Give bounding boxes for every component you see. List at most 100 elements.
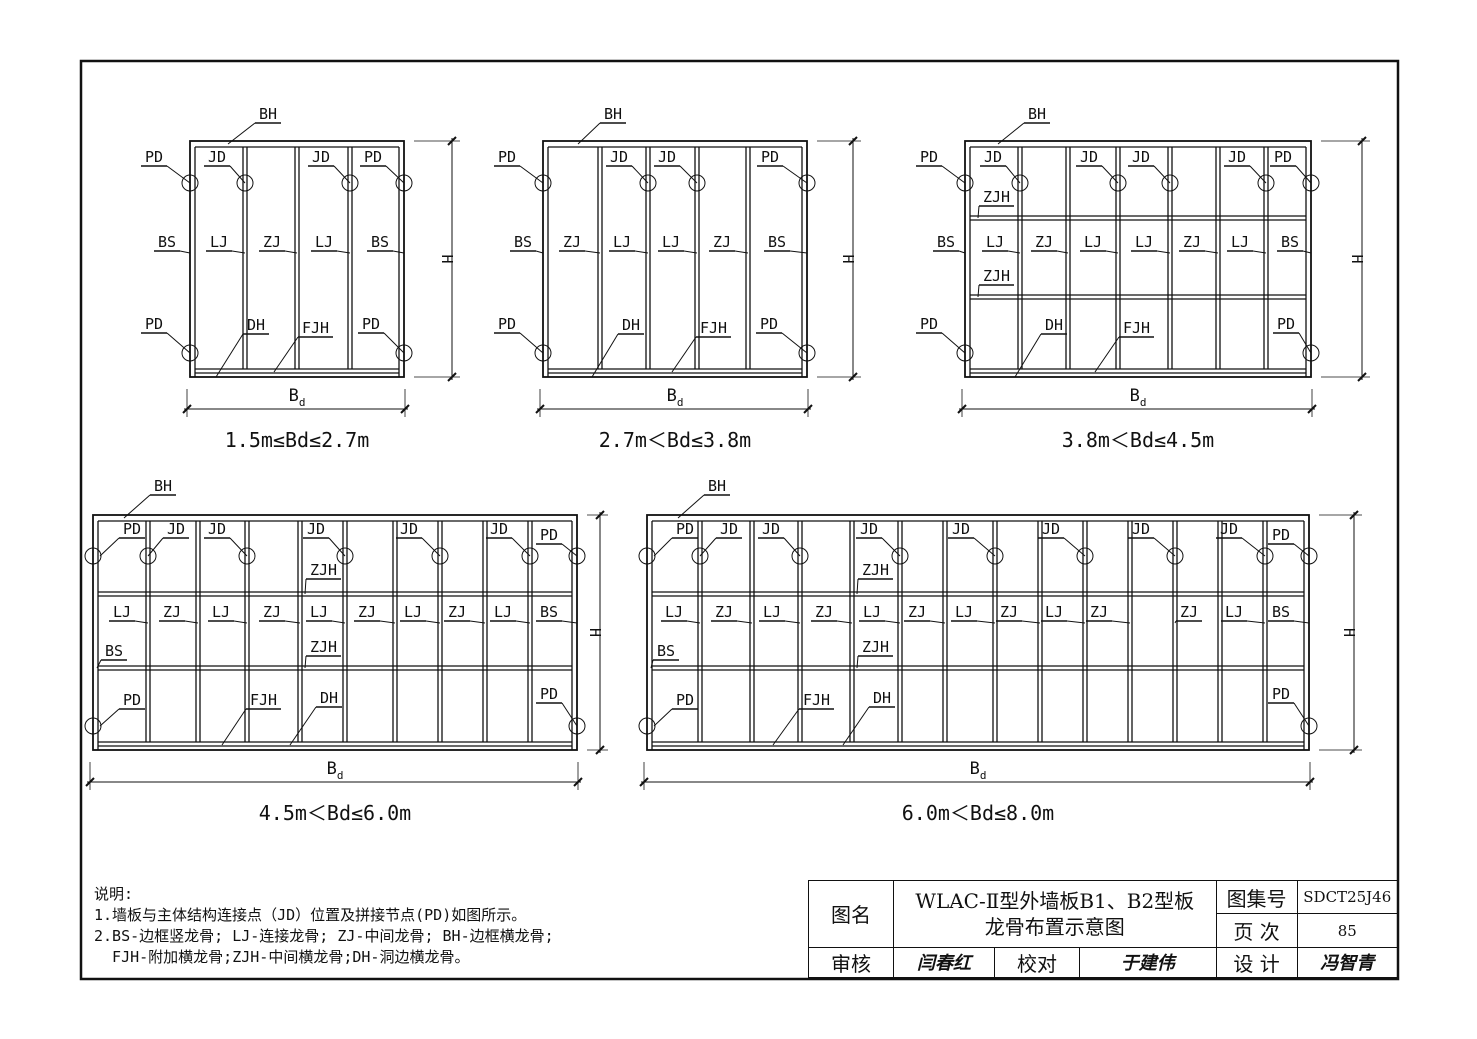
dim-tick [1349, 510, 1359, 520]
leader-line [1005, 165, 1021, 184]
leader-line [1293, 620, 1310, 624]
leader-line [973, 537, 996, 557]
joint-circle [236, 174, 254, 192]
dim-h-label: H [839, 254, 857, 263]
label-dh: DH [320, 689, 338, 707]
name-label: 图名 [808, 880, 894, 948]
label-zj: ZJ [1000, 603, 1018, 621]
dim-h-label: H [1340, 628, 1358, 637]
label-pd: PD [498, 315, 516, 333]
dim-bd-label: Bd [327, 759, 344, 782]
leader-line [1302, 250, 1312, 254]
leader-line [392, 250, 405, 254]
label-zjh: ZJH [310, 561, 337, 579]
label-lj: LJ [210, 233, 228, 251]
leader-line [631, 165, 649, 184]
dim-tick [639, 777, 649, 787]
label-bs: BS [657, 642, 675, 660]
label-fjh: FJH [302, 319, 329, 337]
notes: 说明: 1.墙板与主体结构连接点（JD）位置及拼接节点(PD)如图所示。 2.B… [94, 884, 554, 968]
joint-circle [791, 547, 809, 565]
joint-circle [395, 174, 413, 192]
label-bs: BS [1272, 603, 1290, 621]
dim-tick [573, 777, 583, 787]
label-jd: JD [208, 520, 226, 538]
design-label: 设 计 [1215, 946, 1298, 979]
label-zjh: ZJH [983, 188, 1010, 206]
label-zj: ZJ [713, 233, 731, 251]
leader-line [561, 543, 578, 557]
caption-5: 6.0m＜Bd≤8.0m [902, 801, 1054, 825]
label-fjh: FJH [803, 691, 830, 709]
label-lj: LJ [1225, 603, 1243, 621]
label-jd: JD [1132, 148, 1150, 166]
joint-circle [238, 547, 256, 565]
sheet-border [79, 59, 1400, 981]
label-pd: PD [498, 148, 516, 166]
label-lj: LJ [665, 603, 683, 621]
leader-line [781, 332, 808, 354]
label-jd: JD [490, 520, 508, 538]
leader-line [1204, 250, 1219, 254]
leader-line [284, 250, 298, 254]
label-jd: JD [1080, 148, 1098, 166]
leader-line [184, 620, 199, 624]
frame-outline [646, 514, 1310, 751]
label-lj: LJ [404, 603, 422, 621]
label-jd: JD [1132, 520, 1150, 538]
leader-line [1252, 250, 1267, 254]
leader-line [1014, 333, 1042, 378]
leader-line [383, 332, 405, 354]
joint-circle [1076, 547, 1094, 565]
leader-line [1174, 620, 1177, 624]
leader-line [215, 333, 244, 378]
label-pd: PD [1272, 685, 1290, 703]
joint-circle [798, 344, 816, 362]
label-zj: ZJ [1090, 603, 1108, 621]
notes-heading: 说明: [94, 885, 134, 903]
subscript: d [980, 769, 987, 782]
leader-line [1066, 620, 1086, 624]
label-jd: JD [720, 520, 738, 538]
leader-line [736, 620, 753, 624]
label-lj: LJ [763, 603, 781, 621]
leader-line [958, 250, 966, 254]
label-bs: BS [937, 233, 955, 251]
label-pd: PD [676, 691, 694, 709]
leader-line [147, 537, 164, 557]
label-dh: DH [873, 689, 891, 707]
leader-line [179, 250, 191, 254]
leader-line [842, 706, 870, 746]
dim-tick [957, 404, 967, 414]
leader-line [1111, 620, 1131, 624]
label-zj: ZJ [263, 603, 281, 621]
leader-line [683, 250, 698, 254]
label-jd: JD [400, 520, 418, 538]
label-pd: PD [920, 148, 938, 166]
joint-circle [891, 547, 909, 565]
label-bh: BH [604, 105, 622, 123]
leader-line [856, 578, 859, 595]
dim-tick [1357, 136, 1367, 146]
leader-line [591, 333, 619, 378]
leader-line [671, 336, 697, 373]
leader-line [229, 165, 246, 184]
leader-line [941, 165, 966, 184]
joint-circle [1161, 174, 1179, 192]
label-pd: PD [362, 315, 380, 333]
leader-line [561, 620, 578, 624]
label-pd: PD [540, 685, 558, 703]
joint-circle [336, 547, 354, 565]
leader-line [884, 620, 901, 624]
joint-circle [1256, 547, 1274, 565]
label-jd: JD [658, 148, 676, 166]
dim-tick [1305, 777, 1315, 787]
leader-line [284, 620, 301, 624]
joint-circle [534, 174, 552, 192]
leader-line [734, 250, 749, 254]
label-jd: JD [610, 148, 628, 166]
leader-line [584, 250, 601, 254]
frame-outline [189, 140, 405, 378]
